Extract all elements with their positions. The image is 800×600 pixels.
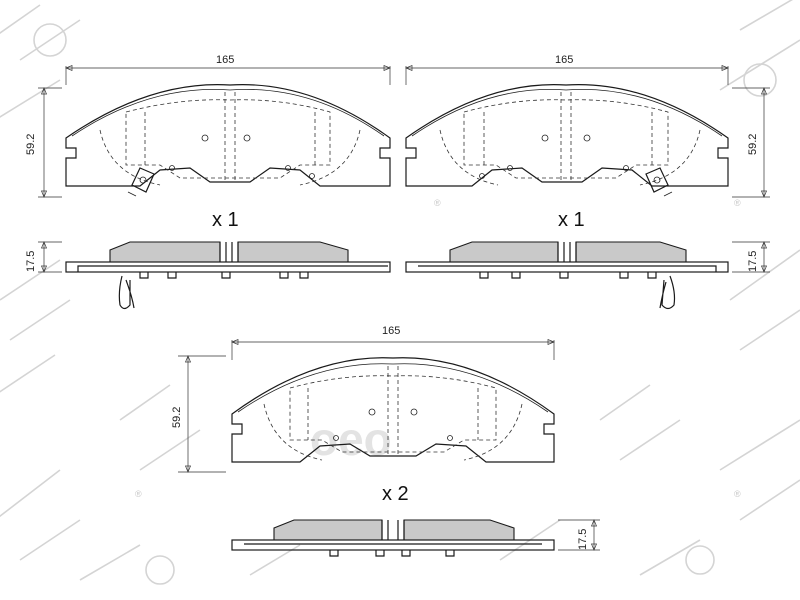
chamfer-line (99, 129, 361, 186)
wear-sensor-clip (645, 167, 673, 197)
height-dimension: 59.2 (25, 87, 62, 198)
width-label: 165 (216, 54, 234, 66)
center-slot (219, 242, 239, 262)
rivet-hole (507, 165, 513, 171)
rivet-hole (285, 165, 291, 171)
width-dimension: 165 (231, 325, 555, 360)
width-dimension: 165 (405, 54, 729, 85)
rivet-heads (329, 550, 455, 557)
registered-mark: ® (734, 489, 741, 499)
backing-plate-side (65, 261, 391, 273)
registered-mark: ® (434, 198, 441, 208)
center-slot (224, 92, 236, 180)
friction-outline (125, 99, 331, 179)
chamfer-line (439, 129, 701, 186)
watermark-pattern (0, 0, 800, 585)
plate-inner-edge (71, 89, 385, 137)
quantity-label: x 1 (558, 209, 585, 231)
height-dimension: 59.2 (732, 87, 770, 198)
pad-bottom: 165 59.2 x 2 17.5 (171, 325, 600, 557)
friction-material (273, 519, 515, 541)
rivet-hole (169, 165, 175, 171)
quantity-label: x 2 (382, 483, 409, 505)
center-slot (557, 242, 577, 262)
chamfer-line (263, 403, 523, 461)
thickness-label: 17.5 (577, 529, 589, 550)
height-dimension: 59.2 (171, 355, 226, 473)
side-view: 17.5 (25, 241, 391, 310)
plate-edge (77, 265, 388, 272)
pad-top-right: 165 59.2 x 1 (405, 54, 770, 310)
height-label: 59.2 (25, 134, 37, 155)
side-view: 17.5 (405, 241, 770, 310)
wear-sensor-spring (659, 275, 676, 310)
rivet-heads (479, 272, 657, 279)
quantity-label: x 1 (212, 209, 239, 231)
wear-sensor-spring (118, 275, 135, 310)
center-slot (387, 366, 399, 456)
thickness-label: 17.5 (25, 251, 37, 272)
registered-mark: ® (135, 489, 142, 499)
friction-groove (483, 112, 653, 165)
backing-plate (65, 84, 391, 187)
center-slot (560, 92, 572, 180)
width-dimension: 165 (65, 54, 391, 85)
friction-material (449, 241, 687, 263)
width-label: 165 (382, 325, 400, 337)
width-label: 165 (555, 54, 573, 66)
friction-outline (289, 375, 497, 453)
rivet-hole (583, 134, 591, 142)
rivet-hole (447, 435, 453, 441)
height-label: 59.2 (171, 407, 183, 428)
rivet-hole (243, 134, 251, 142)
friction-groove (144, 112, 316, 165)
watermark-brand-text: oeo (310, 413, 392, 465)
rivet-hole (541, 134, 549, 142)
backing-plate-side (231, 539, 555, 551)
pad-top-left: 165 59.2 x 1 (25, 54, 391, 310)
thickness-label: 17.5 (747, 251, 759, 272)
rivet-hole (201, 134, 209, 142)
rivet-hole (623, 165, 629, 171)
rivet-hole (368, 408, 376, 416)
rivet-hole (479, 173, 485, 179)
friction-outline (463, 99, 669, 179)
backing-plate-side (405, 261, 729, 273)
friction-groove (307, 388, 479, 440)
center-slot (381, 520, 405, 540)
backing-plate (231, 357, 555, 463)
friction-material (109, 241, 349, 263)
registered-mark: ® (734, 198, 741, 208)
wear-sensor-clip (127, 167, 155, 197)
side-view: 17.5 (231, 519, 600, 557)
rivet-hole (309, 173, 315, 179)
rivet-hole (333, 435, 339, 441)
plate-inner-edge (411, 89, 723, 137)
watermark: oeo ® ® ® ® (0, 0, 800, 585)
plate-inner-edge (237, 363, 549, 413)
backing-plate (405, 84, 729, 187)
rivet-hole (410, 408, 418, 416)
height-label: 59.2 (747, 134, 759, 155)
rivet-heads (139, 272, 309, 279)
plate-edge (418, 265, 717, 272)
